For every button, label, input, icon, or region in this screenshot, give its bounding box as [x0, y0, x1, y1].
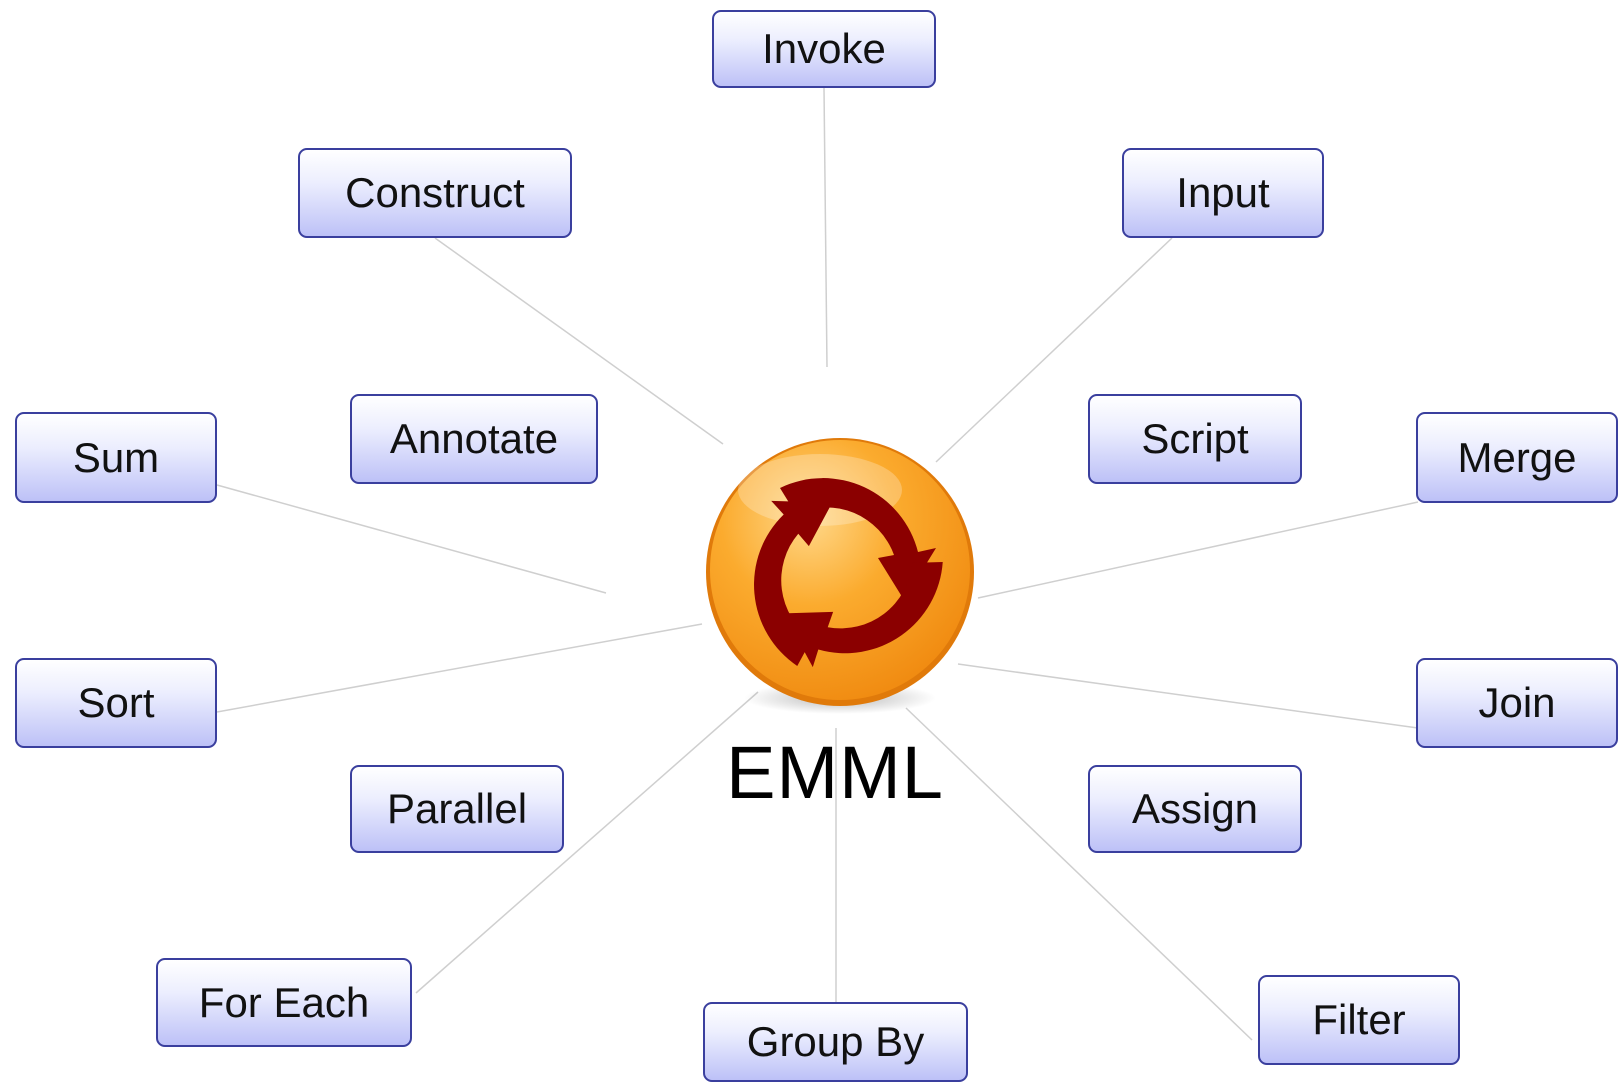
node-filter[interactable]: Filter — [1258, 975, 1460, 1065]
node-join[interactable]: Join — [1416, 658, 1618, 748]
node-sort[interactable]: Sort — [15, 658, 217, 748]
connector-invoke — [823, 87, 828, 368]
connector-input — [935, 237, 1173, 463]
connector-sort — [216, 623, 703, 713]
node-annotate[interactable]: Annotate — [350, 394, 598, 484]
connector-join — [957, 663, 1419, 729]
node-group-by[interactable]: Group By — [703, 1002, 968, 1082]
connector-construct — [434, 237, 724, 445]
node-construct[interactable]: Construct — [298, 148, 572, 238]
connector-merge — [977, 501, 1419, 599]
node-parallel[interactable]: Parallel — [350, 765, 564, 853]
emml-label: EMML — [726, 731, 944, 814]
connector-for-each — [415, 691, 759, 994]
connector-filter — [905, 707, 1253, 1041]
node-invoke[interactable]: Invoke — [712, 10, 936, 88]
connector-sum — [216, 484, 607, 594]
node-script[interactable]: Script — [1088, 394, 1302, 484]
node-for-each[interactable]: For Each — [156, 958, 412, 1047]
node-assign[interactable]: Assign — [1088, 765, 1302, 853]
emml-logo-icon[interactable] — [702, 434, 978, 718]
node-sum[interactable]: Sum — [15, 412, 217, 503]
node-input[interactable]: Input — [1122, 148, 1324, 238]
node-merge[interactable]: Merge — [1416, 412, 1618, 503]
